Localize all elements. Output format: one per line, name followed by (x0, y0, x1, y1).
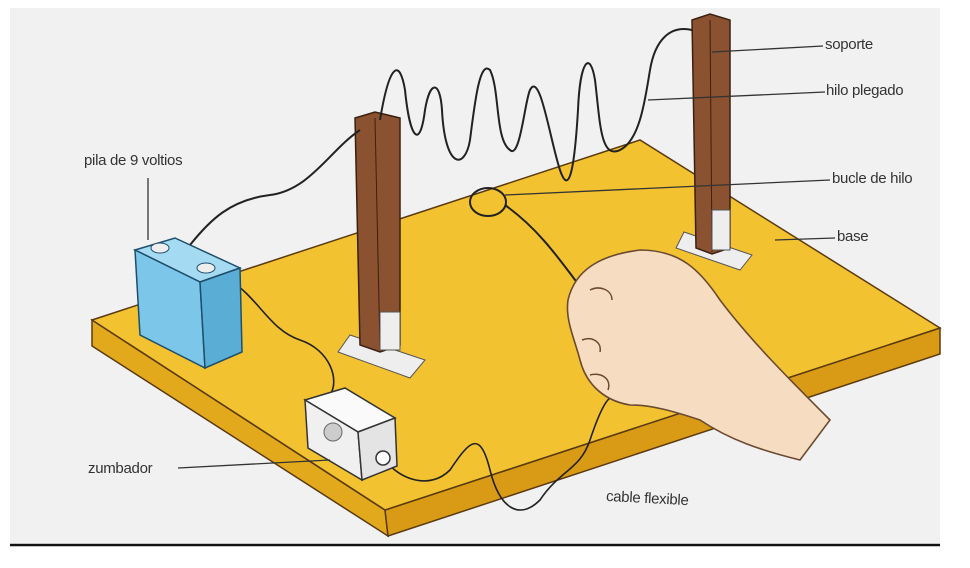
wire-loop (469, 187, 507, 217)
left-support-post (337, 111, 426, 379)
buzzer (303, 387, 398, 482)
battery (132, 237, 243, 370)
label-zumbador: zumbador (88, 460, 153, 477)
hand (566, 249, 832, 461)
label-bucle-de-hilo: bucle de hilo (832, 170, 913, 187)
right-support-post (675, 13, 753, 271)
leader-lines (147, 45, 836, 469)
label-base: base (837, 228, 869, 245)
label-soporte: soporte (825, 36, 873, 53)
label-pila: pila de 9 voltios (84, 152, 183, 169)
flexible-cable (229, 279, 616, 511)
folded-wire (189, 28, 693, 246)
label-hilo-plegado: hilo plegado (826, 82, 904, 99)
